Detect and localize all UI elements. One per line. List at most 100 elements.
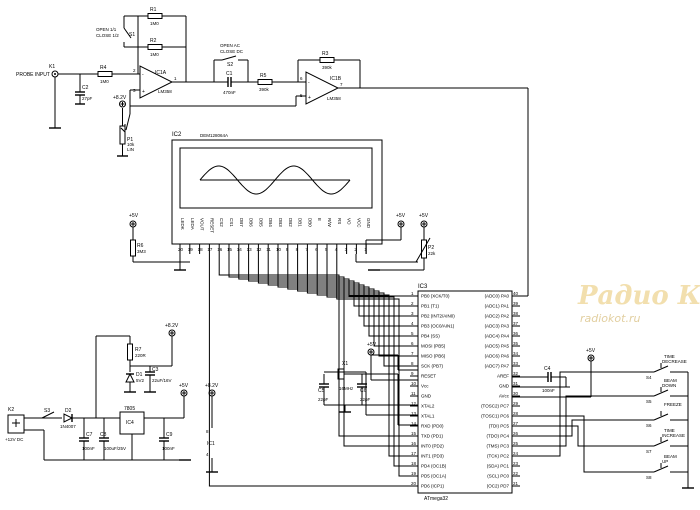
ic1a-part: LM358	[158, 89, 172, 94]
mcu-pin-name: MISO (PB6)	[421, 354, 446, 359]
mcu-ref: IC3	[418, 284, 428, 290]
lcd-pin-name: E	[317, 218, 322, 221]
button-wire	[520, 415, 640, 473]
lcd-pin-number: 20	[178, 247, 184, 252]
lcd-pin-name: DB5	[258, 218, 263, 227]
mcu-pin-name: PD6 (ICP1)	[421, 484, 445, 489]
lcd-pin-number: 11	[266, 247, 271, 252]
k2-label: +12V DC	[5, 437, 24, 442]
mcu-pin-name: (ADC5) PA5	[485, 344, 510, 349]
d2-value: 1N4007	[60, 424, 76, 429]
data-bus	[208, 254, 410, 487]
mcu-pin-name: PB4 (SS)	[421, 334, 440, 339]
r3-resistor	[319, 57, 335, 63]
mcu-pin-name: MOSI (PB5)	[421, 344, 446, 349]
mcu-pin-number: 31	[513, 381, 519, 386]
p2-ref: P2	[428, 245, 434, 251]
mcu-supply: +5V	[367, 342, 377, 348]
r2-ref: R2	[150, 38, 157, 44]
lcd-pin-name: DB4	[268, 218, 273, 227]
mcu-pin-number: 12	[411, 401, 417, 406]
bus-wire	[228, 254, 410, 447]
mcu-pin-number: 40	[513, 291, 519, 296]
lcd-contrast-section: +5V +5V P2 22k	[355, 213, 436, 271]
r6-ref: R6	[137, 243, 144, 249]
mcu-pin-number: 38	[513, 311, 519, 316]
k1-label: K1	[49, 64, 55, 70]
mcu-pin-number: 10	[411, 381, 417, 386]
button-label: DOWN	[662, 383, 676, 388]
ic1a-pin-minus: 2	[133, 68, 136, 73]
mcu-pin-number: 33	[513, 361, 519, 366]
lcd-pin-name: DB0	[307, 218, 312, 227]
lcd-pin-name: R/W	[327, 218, 332, 228]
bus-wire	[218, 254, 410, 437]
lcd-pin-name: DB6	[249, 218, 254, 227]
mcu-pin-name: RXD (PD0)	[421, 424, 444, 429]
r1-ref: R1	[150, 7, 157, 13]
lcd-pin-name: RESET	[209, 218, 214, 233]
mcu-pin-number: 27	[513, 421, 519, 426]
d2-ref: D2	[65, 408, 72, 414]
r4-resistor	[97, 71, 113, 77]
button-wire	[520, 419, 640, 437]
r3-value: 390k	[322, 65, 333, 70]
lcd-pin-number: 18	[198, 247, 204, 252]
d1-value: 5V2	[136, 378, 145, 383]
p2-supply: +5V	[419, 213, 429, 219]
s2-pos2: CLOSE DC	[220, 49, 244, 54]
button-wire	[520, 425, 640, 447]
r4-value: 1M0	[100, 79, 109, 84]
button-label: BEAM	[664, 378, 677, 383]
ic1-pin-a: 8	[206, 429, 209, 434]
mcu-pin-name: XTAL1	[421, 414, 435, 419]
r6-resistor	[130, 239, 136, 257]
ic1a-minus-sign: -	[142, 72, 144, 78]
mcu-pin-number: 13	[411, 411, 417, 416]
bus-wire	[287, 254, 410, 347]
lcd-pin-number: 16	[217, 247, 223, 252]
mcu-pin-name: (ADC7) PA7	[485, 364, 510, 369]
mcu-pin-number: 34	[513, 351, 519, 356]
lcd-ref: IC2	[172, 132, 182, 138]
lcd-pin-name: RS	[337, 218, 342, 224]
crystal-section: +5V X1 16MHz C5 22pF C6 22pF	[318, 342, 418, 426]
c6-value: 22pF	[360, 397, 371, 402]
ic1b-plus-sign: +	[308, 95, 311, 101]
d1-ref: D1	[136, 372, 143, 378]
s2-ref: S2	[227, 62, 233, 68]
lcd-screen	[179, 147, 373, 209]
mcu-pin-name: (ADC2) PA2	[485, 314, 510, 319]
c4-ref: C4	[544, 366, 551, 372]
ic1-ref: IC1	[207, 441, 215, 447]
mcu-pin-number: 30	[513, 391, 519, 396]
ic1a-opamp	[139, 65, 174, 99]
mcu-pin-number: 29	[513, 401, 519, 406]
lcd-pin-name: VO	[347, 218, 352, 225]
mcu-pin-name: (ADC6) PA6	[485, 354, 510, 359]
bus-wire	[336, 254, 410, 477]
mcu-pin-number: 23	[513, 461, 519, 466]
lcd-pin-name: DB2	[288, 218, 293, 227]
button-label: TIME	[664, 428, 675, 433]
mcu-pin-number: 5	[411, 331, 414, 336]
mcu-pin-name: SCK (PB7)	[421, 364, 444, 369]
c5-value: 22pF	[318, 397, 329, 402]
bus-wire	[326, 254, 410, 467]
mcu-pin-number: 14	[411, 421, 417, 426]
r6-value: 3M3	[137, 249, 146, 254]
mcu-pin-number: 21	[513, 481, 519, 486]
lcd-pin-number: 8	[296, 247, 299, 252]
bus-wire	[267, 254, 410, 327]
lcd-pin-name: LEDA	[190, 218, 195, 230]
button-contact	[653, 439, 669, 447]
r5-ref: R5	[260, 73, 267, 79]
watermark-url: radiokot.ru	[580, 312, 640, 325]
lcd-pin-number: 12	[256, 247, 262, 252]
mcu-pin-number: 8	[411, 361, 414, 366]
lcd-pin-name: CS2	[219, 218, 224, 227]
bus-wire	[277, 254, 410, 337]
s2-pos1: OPEN AC	[220, 43, 241, 48]
mcu-pin-name: (SDA) PC1	[487, 464, 510, 469]
d1-zener	[125, 372, 135, 383]
